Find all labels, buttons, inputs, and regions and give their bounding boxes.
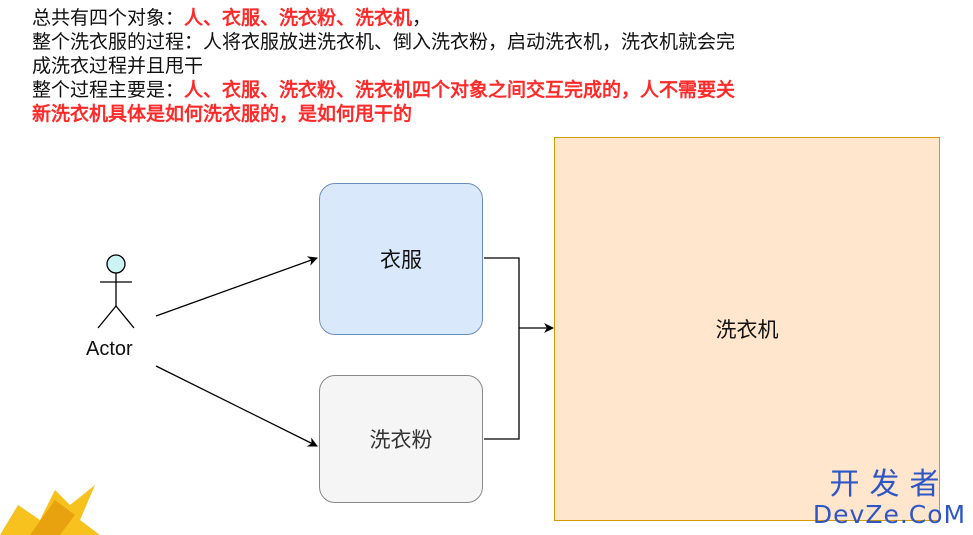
actor-left-leg (97, 305, 117, 329)
site-watermark: 开发者 DevZe.CoM (812, 469, 967, 529)
actor-label: Actor (86, 338, 133, 360)
watermark-en: DevZe.CoM (812, 500, 967, 529)
process-line-2: 成洗衣过程并且甩干 (32, 55, 204, 77)
connector-clothes-to-washer (484, 257, 520, 328)
clothes-label: 衣服 (380, 248, 422, 272)
arrow-actor-to-detergent (155, 365, 318, 447)
actor-right-leg (115, 305, 135, 329)
process-line-1: 整个洗衣服的过程：人将衣服放进洗衣机、倒入洗衣粉，启动洗衣机，洗衣机就会完 (32, 31, 736, 53)
clothes-node: 衣服 (319, 183, 483, 335)
arrow-actor-to-clothes (155, 256, 318, 317)
watermark-cn: 开发者 (829, 467, 950, 502)
actor-head (106, 254, 126, 274)
objects-suffix: ， (412, 7, 432, 29)
description-text: 总共有四个对象：人、衣服、洗衣粉、洗衣机， 整个洗衣服的过程：人将衣服放进洗衣机… (32, 6, 892, 126)
washer-label: 洗衣机 (715, 318, 779, 342)
connector-detergent-to-washer (484, 328, 520, 440)
objects-list: 人、衣服、洗衣粉、洗衣机 (184, 7, 413, 29)
summary-highlight-2: 新洗衣机具体是如何洗衣服的，是如何甩干的 (32, 103, 413, 125)
summary-prefix: 整个过程主要是： (32, 79, 185, 101)
summary-highlight-1: 人、衣服、洗衣粉、洗衣机四个对象之间交互完成的，人不需要关 (184, 79, 736, 101)
washer-node: 洗衣机 (554, 137, 940, 521)
actor-figure (97, 254, 135, 329)
objects-line: 总共有四个对象：人、衣服、洗衣粉、洗衣机， (32, 6, 892, 30)
detergent-label: 洗衣粉 (369, 428, 433, 452)
ribbon-decoration (0, 485, 100, 535)
detergent-node: 洗衣粉 (319, 375, 483, 503)
summary-line-1: 整个过程主要是：人、衣服、洗衣粉、洗衣机四个对象之间交互完成的，人不需要关 (32, 78, 892, 102)
objects-prefix: 总共有四个对象： (32, 7, 185, 29)
